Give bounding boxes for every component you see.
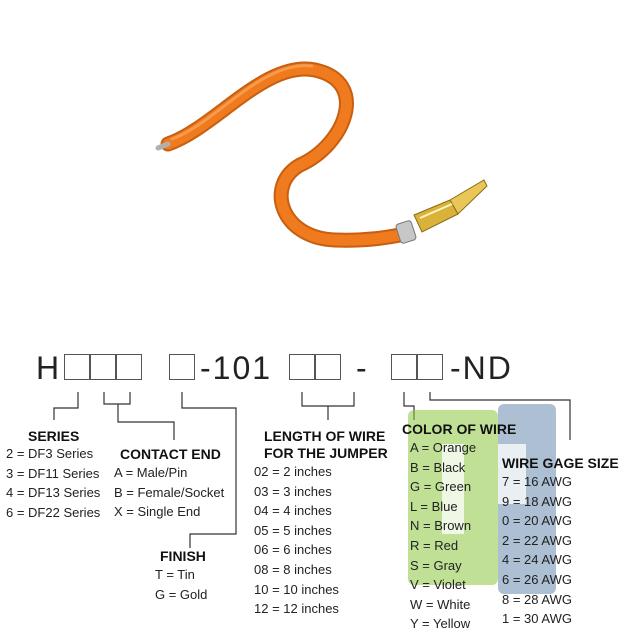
length-box-2 xyxy=(315,354,341,380)
gage-box xyxy=(417,354,443,380)
contact-end-item: B = Female/Socket xyxy=(114,484,225,500)
part-number-mid: -101 xyxy=(200,350,273,386)
connector-lines xyxy=(53,392,571,548)
finish-box xyxy=(169,354,195,380)
color-heading: COLOR OF WIRE xyxy=(402,421,517,437)
gage-item: 4 = 24 AWG xyxy=(502,552,572,568)
length-item: 02 = 2 inches xyxy=(254,464,332,479)
color-item: A = Orange xyxy=(410,440,477,455)
color-item: Y = Yellow xyxy=(410,616,471,632)
color-list: A = Orange B = Black G = Green L = Blue … xyxy=(410,438,476,634)
color-item: N = Brown xyxy=(410,518,472,534)
gage-item: 2 = 22 AWG xyxy=(502,532,572,548)
contact-end-heading: CONTACT END xyxy=(120,446,221,462)
color-item: R = Red xyxy=(410,537,459,553)
color-item: S = Gray xyxy=(410,557,462,573)
gage-item: 1 = 30 AWG xyxy=(502,611,572,627)
color-item: G = Green xyxy=(410,479,472,495)
gage-list: 7 = 16 AWG 9 = 18 AWG 0 = 20 AWG 2 = 22 … xyxy=(502,472,572,629)
series-heading: SERIES xyxy=(28,428,80,444)
gage-heading: WIRE GAGE SIZE xyxy=(502,455,619,471)
color-item: W = White xyxy=(410,596,471,612)
length-box-1 xyxy=(289,354,315,380)
series-item: 6 = DF22 Series xyxy=(6,504,101,520)
part-number-prefix: H xyxy=(36,350,62,386)
finish-item: T = Tin xyxy=(155,567,195,582)
series-item: 4 = DF13 Series xyxy=(6,485,101,501)
length-item: 06 = 6 inches xyxy=(254,542,332,558)
color-item: B = Black xyxy=(410,459,466,475)
color-item: V = Violet xyxy=(410,577,466,593)
gage-item: 8 = 28 AWG xyxy=(502,591,572,607)
length-item: 04 = 4 inches xyxy=(254,503,332,519)
color-item: L = Blue xyxy=(410,498,458,514)
length-item: 05 = 5 inches xyxy=(254,522,332,538)
watermark-logo xyxy=(408,404,556,594)
gage-item: 0 = 20 AWG xyxy=(502,513,572,529)
finish-item: G = Gold xyxy=(155,586,208,602)
finish-heading: FINISH xyxy=(160,548,206,564)
contact-end-list: A = Male/Pin B = Female/Socket X = Singl… xyxy=(114,463,224,522)
color-box xyxy=(391,354,417,380)
series-box xyxy=(64,354,90,380)
jumper-wire-photo xyxy=(155,61,488,248)
length-heading-line2: FOR THE JUMPER xyxy=(264,445,388,461)
part-number-dash: - xyxy=(356,350,369,386)
series-item: 2 = DF3 Series xyxy=(6,446,94,461)
part-number-suffix: -ND xyxy=(450,350,513,386)
length-item: 03 = 3 inches xyxy=(254,483,332,499)
contact-end-item: A = Male/Pin xyxy=(114,465,188,480)
length-list: 02 = 2 inches 03 = 3 inches 04 = 4 inche… xyxy=(254,462,339,619)
contact-end-box-1 xyxy=(90,354,116,380)
finish-list: T = Tin G = Gold xyxy=(155,565,207,604)
length-item: 12 = 12 inches xyxy=(254,601,339,617)
series-list: 2 = DF3 Series 3 = DF11 Series 4 = DF13 … xyxy=(6,444,100,522)
gage-item: 9 = 18 AWG xyxy=(502,493,572,509)
length-item: 08 = 8 inches xyxy=(254,561,332,577)
gage-item: 7 = 16 AWG xyxy=(502,474,572,489)
length-heading-line1: LENGTH OF WIRE xyxy=(264,428,386,444)
length-item: 10 = 10 inches xyxy=(254,581,339,597)
series-item: 3 = DF11 Series xyxy=(6,465,100,481)
contact-end-box-2 xyxy=(116,354,142,380)
gage-item: 6 = 26 AWG xyxy=(502,571,572,587)
contact-end-item: X = Single End xyxy=(114,504,201,520)
